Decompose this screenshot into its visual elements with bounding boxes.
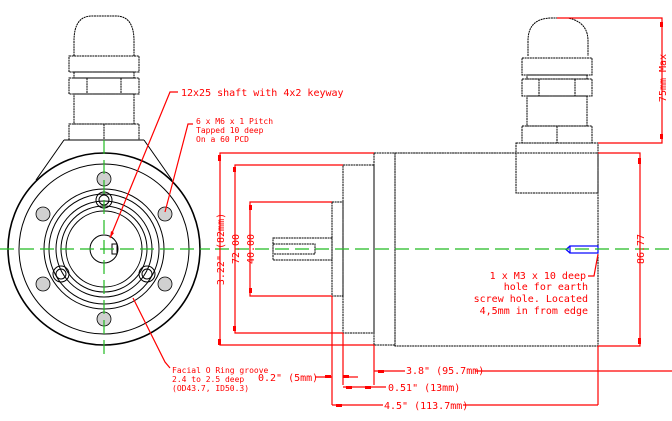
dim-spigot-dia: 72.00 (231, 234, 242, 264)
oring-leader (132, 297, 171, 369)
front-cable-gland (35, 15, 173, 181)
tapped-note-line1: 6 x M6 x 1 Pitch (196, 117, 273, 126)
tapped-holes (35, 171, 173, 327)
earth-note-line3: screw hole. Located (474, 294, 588, 305)
oring-note-line1: Facial O Ring groove (172, 366, 269, 375)
dim-overall-height: 86.77 (636, 234, 647, 264)
tapped-note-line2: Tapped 10 deep (196, 126, 264, 135)
dim-body-length: 3.8" (95.7mm) (406, 366, 484, 377)
earth-note-line4: 4,5mm in from edge (480, 306, 588, 317)
earth-note-line1: 1 x M3 x 10 deep (490, 271, 586, 282)
bolt-hole (35, 206, 51, 222)
tapped-hole-leader (164, 123, 193, 213)
dim-flange-dia: 3.22" (82mm) (216, 213, 227, 285)
shaft-leader (109, 91, 178, 239)
oring-note-line3: (OD43.7, ID50.3) (172, 384, 249, 393)
dim-gland-height: 75mm Max (658, 54, 669, 102)
oring-note-line2: 2.4 to 2.5 deep (172, 375, 244, 384)
front-view (0, 15, 210, 369)
bolt-hole (35, 276, 51, 292)
dim-overall-length: 4.5" (113.7mm) (384, 401, 468, 412)
bolt-hole (157, 206, 173, 222)
bolt-hole (157, 276, 173, 292)
dimension-lines (218, 17, 672, 407)
shaft-note: 12x25 shaft with 4x2 keyway (181, 88, 344, 99)
dim-spigot-length: 0.51" (13mm) (388, 383, 460, 394)
dim-flange-thickness: 0.2" (5mm) (258, 373, 318, 384)
side-cable-gland (515, 17, 599, 194)
dim-boss-dia: 40.00 (246, 234, 257, 264)
tapped-note-line3: On a 60 PCD (196, 135, 249, 144)
earth-note-line2: hole for earth (504, 282, 588, 293)
side-view (215, 17, 672, 347)
